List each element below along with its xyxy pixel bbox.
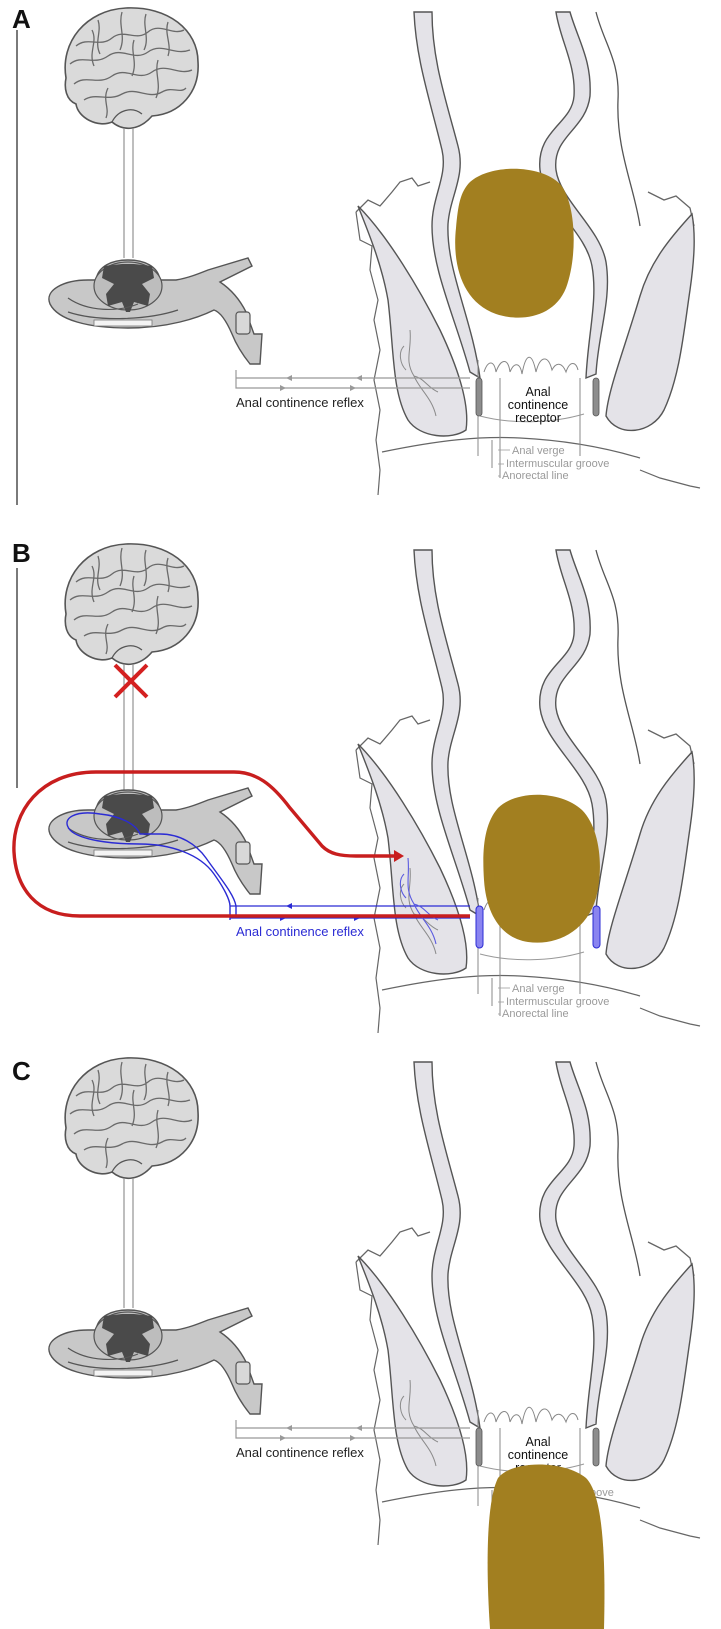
intermuscular-groove-label: Intermuscular groove: [506, 458, 609, 470]
panel-b: B Anal continence reflex Anal verge Int: [12, 538, 700, 1033]
receptor-label-line1: Anal: [525, 1435, 550, 1449]
blocked-pathway-marker: [115, 665, 147, 697]
stool-mass: [488, 1465, 605, 1629]
anal-verge-label: Anal verge: [512, 983, 565, 995]
anorectal-line-label: Anorectal line: [502, 1008, 569, 1020]
receptor-label-line2: continence: [508, 1448, 569, 1462]
pelvic-anatomy: [356, 550, 700, 1033]
brain-image: [65, 1058, 198, 1178]
intermuscular-groove-label: Intermuscular groove: [506, 996, 609, 1008]
internal-sphincter-right: [593, 906, 600, 948]
internal-sphincter-left: [476, 906, 483, 948]
receptor-label-line3: receptor: [515, 411, 561, 425]
receptor-label-line1: Anal: [525, 385, 550, 399]
reflex-label: Anal continence reflex: [236, 1445, 364, 1460]
spinal-cord-section: [49, 258, 262, 364]
stool-mass: [455, 169, 574, 318]
internal-sphincter-left: [476, 1428, 482, 1466]
stool-mass: [483, 795, 600, 943]
internal-sphincter-right: [593, 1428, 599, 1466]
reflex-label: Anal continence reflex: [236, 395, 364, 410]
spinal-cord-section: [49, 1308, 262, 1414]
panel-label: A: [12, 4, 31, 34]
panel-label: C: [12, 1056, 31, 1086]
brain-image: [65, 8, 198, 128]
panel-a: A Anal continence reflex Anal continence…: [12, 4, 700, 505]
internal-sphincter-right: [593, 378, 599, 416]
anorectal-line-label: Anorectal line: [502, 470, 569, 482]
panel-label: B: [12, 538, 31, 568]
brain-image: [65, 544, 198, 664]
panel-c: C Anal continence reflex Anal continence…: [12, 1056, 700, 1629]
internal-sphincter-left: [476, 378, 482, 416]
anal-verge-label: Anal verge: [512, 445, 565, 457]
reflex-label: Anal continence reflex: [236, 924, 364, 939]
spinal-cord-section: [49, 788, 262, 894]
receptor-label-line2: continence: [508, 398, 569, 412]
